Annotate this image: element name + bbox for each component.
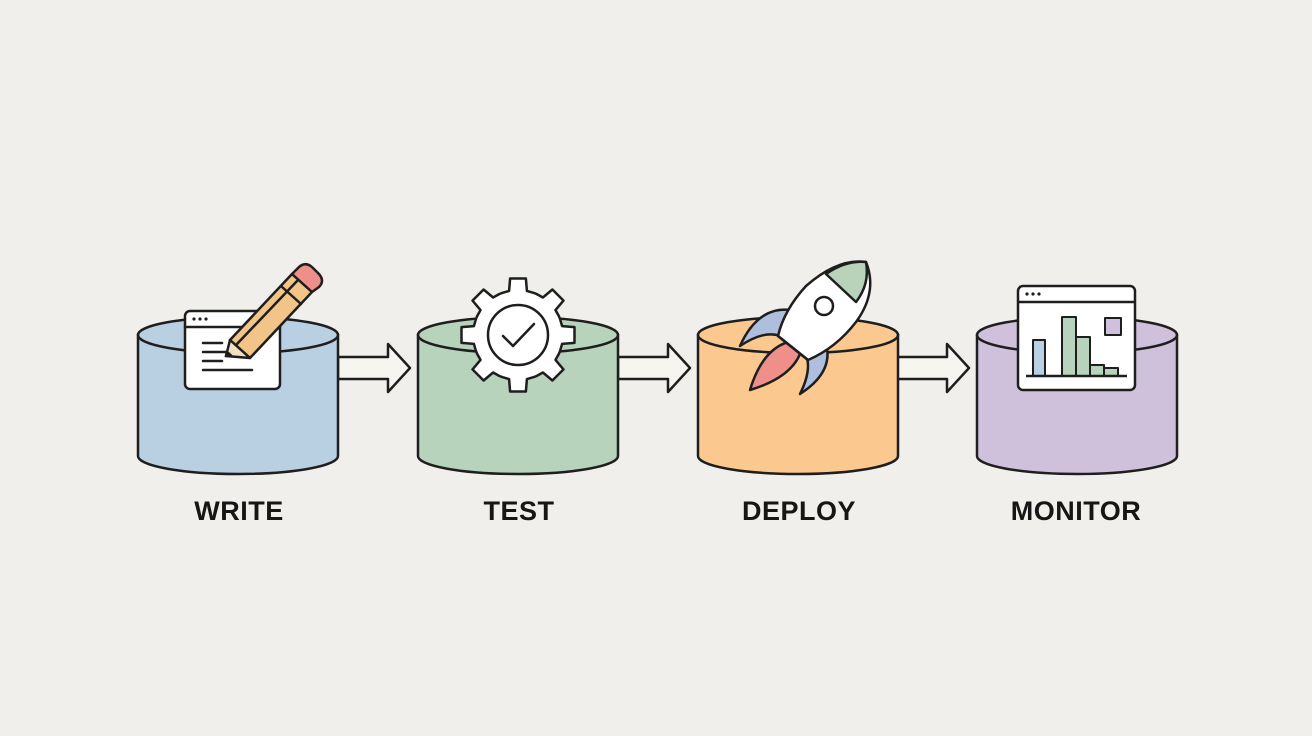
bar-chart-window-icon xyxy=(1016,284,1137,392)
stage-label-test: TEST xyxy=(483,496,555,526)
arrow-deploy-to-monitor xyxy=(895,342,971,394)
stage-label-monitor: MONITOR xyxy=(1010,496,1142,526)
gear-checkmark-icon xyxy=(460,277,576,393)
stage-monitor xyxy=(975,284,1179,476)
stage-test xyxy=(416,277,620,476)
test-cylinder-body xyxy=(416,333,620,476)
stage-label-deploy: DEPLOY xyxy=(741,496,857,526)
stage-deploy xyxy=(696,260,900,476)
deploy-cylinder-body xyxy=(696,333,900,476)
arrow-write-to-test xyxy=(336,342,412,394)
rocket-icon xyxy=(738,260,872,396)
arrow-test-to-deploy xyxy=(616,342,692,394)
pencil-on-document-icon xyxy=(183,263,324,391)
stage-label-write: WRITE xyxy=(194,496,284,526)
stage-write xyxy=(136,263,340,476)
